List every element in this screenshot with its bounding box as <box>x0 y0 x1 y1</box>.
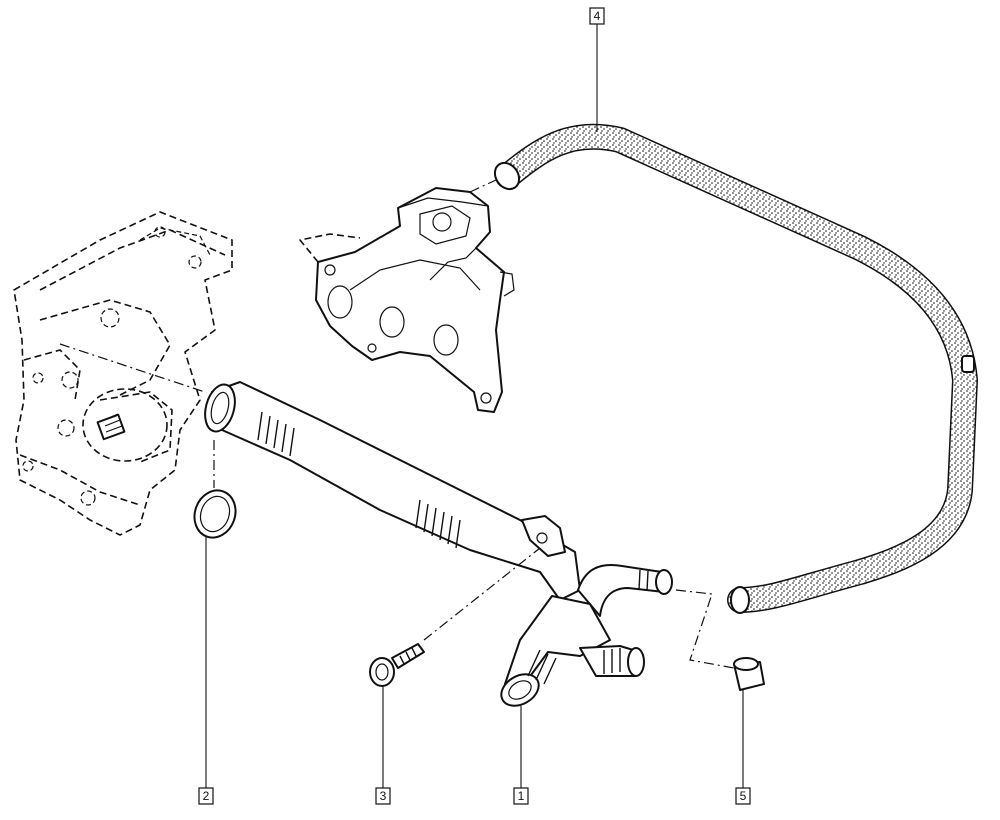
callout-4: 4 <box>589 7 605 25</box>
callout-3: 3 <box>375 787 391 805</box>
exhaust-manifold <box>299 187 515 413</box>
coolant-hose-4 <box>493 123 978 614</box>
coolant-pipe-1 <box>204 381 673 707</box>
callout-3-label: 3 <box>380 789 387 803</box>
assembly-lines <box>59 179 735 669</box>
callout-4-label: 4 <box>594 9 601 23</box>
leader-lines <box>205 24 744 788</box>
bolt-3 <box>369 643 425 687</box>
callout-5: 5 <box>735 787 751 805</box>
callout-1: 1 <box>513 787 529 805</box>
callout-5-label: 5 <box>740 789 747 803</box>
callout-2: 2 <box>198 787 214 805</box>
hose-sleeve-5 <box>733 657 765 691</box>
engine-block-outline <box>13 211 233 536</box>
callout-1-label: 1 <box>518 789 525 803</box>
callout-2-label: 2 <box>203 789 210 803</box>
water-pump-stud <box>96 413 126 441</box>
o-ring-2 <box>193 489 237 539</box>
